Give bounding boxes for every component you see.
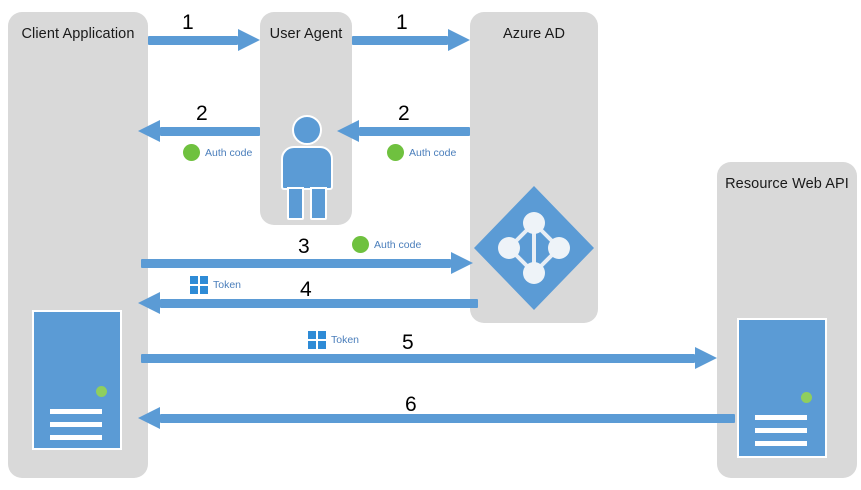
arrow-head-left-icon: [138, 407, 160, 429]
arrow-head-right-icon: [238, 29, 260, 51]
person-icon: [281, 115, 333, 221]
arrow-shaft: [160, 414, 735, 423]
arrow-head-left-icon: [337, 120, 359, 142]
lane-label-client-application: Client Application: [21, 26, 135, 42]
person-leg-left-icon: [287, 187, 304, 220]
lane-label-user-agent: User Agent: [269, 26, 343, 42]
step-number-2a: 2: [398, 102, 410, 125]
person-head-icon: [292, 115, 322, 145]
server-bar-icon: [755, 441, 807, 446]
arrow-head-right-icon: [448, 29, 470, 51]
lane-label-resource-web-api: Resource Web API: [725, 176, 849, 192]
step-number-6: 6: [405, 393, 417, 416]
green-circle-icon: [352, 236, 369, 253]
arrow-shaft: [148, 36, 238, 45]
badge-label-token: Token: [213, 279, 242, 291]
arrow-shaft: [352, 36, 448, 45]
arrow-shaft: [160, 127, 260, 136]
person-body-icon: [281, 146, 333, 190]
step-number-1a: 1: [182, 11, 194, 34]
step-number-4: 4: [300, 278, 312, 301]
server-bar-icon: [50, 435, 102, 440]
badge-token-azure-to-client: Token: [190, 276, 241, 294]
step-number-5: 5: [402, 331, 414, 354]
badge-auth-code-azure-to-agent: Auth code: [387, 144, 456, 161]
badge-label-auth-code: Auth code: [409, 146, 457, 159]
arrow-shaft: [141, 259, 451, 268]
badge-label-auth-code: Auth code: [374, 238, 422, 251]
green-circle-icon: [387, 144, 404, 161]
arrow-shaft: [160, 299, 478, 308]
server-led-icon: [96, 386, 107, 397]
client-app-server-icon: [32, 310, 122, 450]
arrow-head-right-icon: [695, 347, 717, 369]
badge-token-client-to-resource: Token: [308, 331, 359, 349]
arrow-head-left-icon: [138, 120, 160, 142]
badge-label-auth-code: Auth code: [205, 146, 253, 159]
badge-label-token: Token: [331, 334, 360, 346]
arrow-shaft: [141, 354, 695, 363]
badge-auth-code-agent-to-client: Auth code: [183, 144, 252, 161]
server-led-icon: [801, 392, 812, 403]
server-bar-icon: [50, 409, 102, 414]
windows-token-icon: [190, 276, 208, 294]
arrow-head-right-icon: [451, 252, 473, 274]
step-number-3: 3: [298, 235, 310, 258]
server-bar-icon: [755, 428, 807, 433]
azure-active-directory-icon: [470, 182, 598, 314]
server-bar-icon: [50, 422, 102, 427]
badge-auth-code-client-to-azure: Auth code: [352, 236, 421, 253]
lane-label-azure-ad: Azure AD: [502, 26, 566, 42]
resource-api-server-icon: [737, 318, 827, 458]
server-bar-icon: [755, 415, 807, 420]
green-circle-icon: [183, 144, 200, 161]
windows-token-icon: [308, 331, 326, 349]
arrow-head-left-icon: [138, 292, 160, 314]
person-leg-right-icon: [310, 187, 327, 220]
step-number-2b: 2: [196, 102, 208, 125]
arrow-shaft: [359, 127, 470, 136]
step-number-1b: 1: [396, 11, 408, 34]
